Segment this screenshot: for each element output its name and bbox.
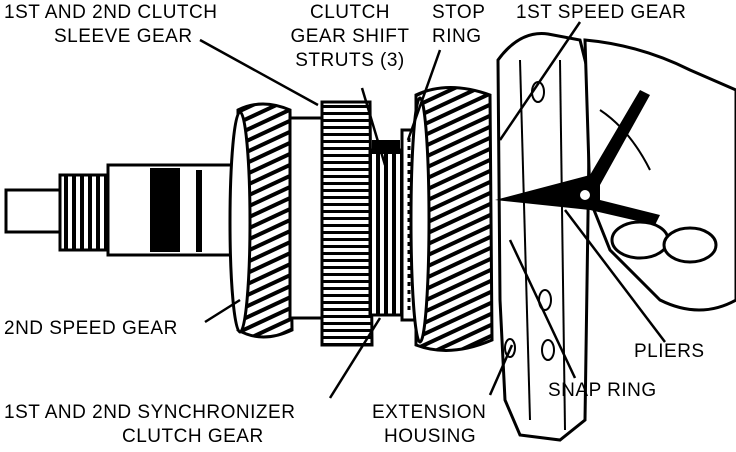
- clutch-sleeve-gear: [288, 100, 374, 347]
- label-struts-line2: GEAR SHIFT: [290, 26, 410, 47]
- extension-housing: [496, 32, 592, 442]
- label-struts-line3: STRUTS (3): [295, 50, 405, 71]
- label-stop-ring-line1: STOP: [432, 2, 486, 23]
- label-synchro-line2: CLUTCH GEAR: [122, 426, 264, 447]
- label-sleeve-gear-line2: SLEEVE GEAR: [54, 26, 193, 47]
- first-speed-gear: [409, 86, 494, 352]
- label-housing-line2: HOUSING: [384, 426, 477, 447]
- label-struts-line1: CLUTCH: [309, 2, 391, 23]
- label-stop-ring-line2: RING: [432, 26, 482, 47]
- label-second-speed-gear: 2ND SPEED GEAR: [4, 318, 178, 339]
- label-pliers: PLIERS: [634, 341, 705, 362]
- leader-lines: [199, 21, 666, 399]
- second-speed-gear: [228, 102, 294, 339]
- label-housing-line1: EXTENSION: [372, 402, 487, 423]
- synchronizer-clutch-gear: [368, 140, 404, 317]
- hand-with-pliers: [495, 38, 736, 312]
- label-synchro-line1: 1ST AND 2ND SYNCHRONIZER: [4, 402, 296, 423]
- label-first-speed-gear: 1ST SPEED GEAR: [516, 2, 687, 23]
- main-shaft: [4, 163, 240, 257]
- label-sleeve-gear-line1: 1ST AND 2ND CLUTCH: [4, 2, 218, 23]
- label-snap-ring: SNAP RING: [548, 380, 657, 401]
